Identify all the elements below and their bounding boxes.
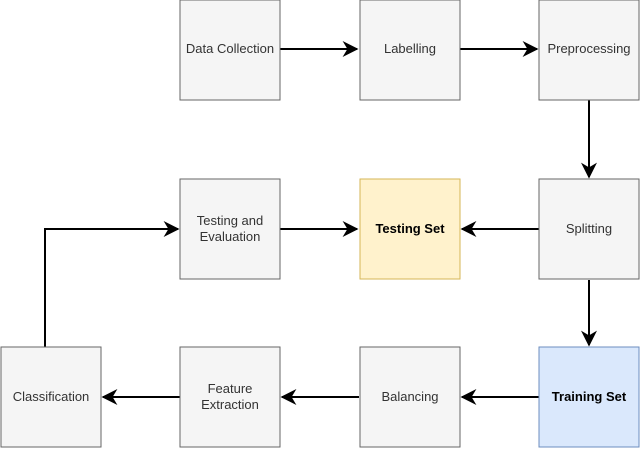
node-label: Balancing (381, 389, 438, 404)
node-box (359, 178, 461, 280)
node-label-line2: Evaluation (200, 229, 261, 244)
node-labelling[interactable]: Labelling (359, 0, 461, 101)
node-label: Classification (13, 389, 90, 404)
node-box (538, 178, 640, 280)
node-box (359, 0, 461, 101)
node-data-collection[interactable]: Data Collection (179, 0, 281, 101)
node-box (179, 0, 281, 101)
node-splitting[interactable]: Splitting (538, 178, 640, 280)
node-training-set[interactable]: Training Set (538, 346, 640, 448)
node-box (179, 346, 281, 448)
node-testing-evaluation[interactable]: Testing and Evaluation (179, 178, 281, 280)
node-label: Training Set (552, 389, 627, 404)
node-label: Testing Set (375, 221, 445, 236)
node-classification[interactable]: Classification (0, 346, 102, 448)
node-label-line1: Feature (208, 381, 253, 396)
node-box (179, 178, 281, 280)
node-label: Splitting (566, 221, 612, 236)
node-label-line2: Extraction (201, 397, 259, 412)
edge-classification-to-testing-evaluation (44, 221, 180, 347)
node-testing-set[interactable]: Testing Set (359, 178, 461, 280)
node-box (359, 346, 461, 448)
node-box (538, 346, 640, 448)
node-balancing[interactable]: Balancing (359, 346, 461, 448)
edges (44, 41, 597, 405)
node-box (538, 0, 640, 101)
node-label: Preprocessing (547, 41, 630, 56)
node-feature-extraction[interactable]: Feature Extraction (179, 346, 281, 448)
node-preprocessing[interactable]: Preprocessing (538, 0, 640, 101)
node-label: Data Collection (186, 41, 274, 56)
node-label-line1: Testing and (197, 213, 264, 228)
node-label: Labelling (384, 41, 436, 56)
node-box (0, 346, 102, 448)
